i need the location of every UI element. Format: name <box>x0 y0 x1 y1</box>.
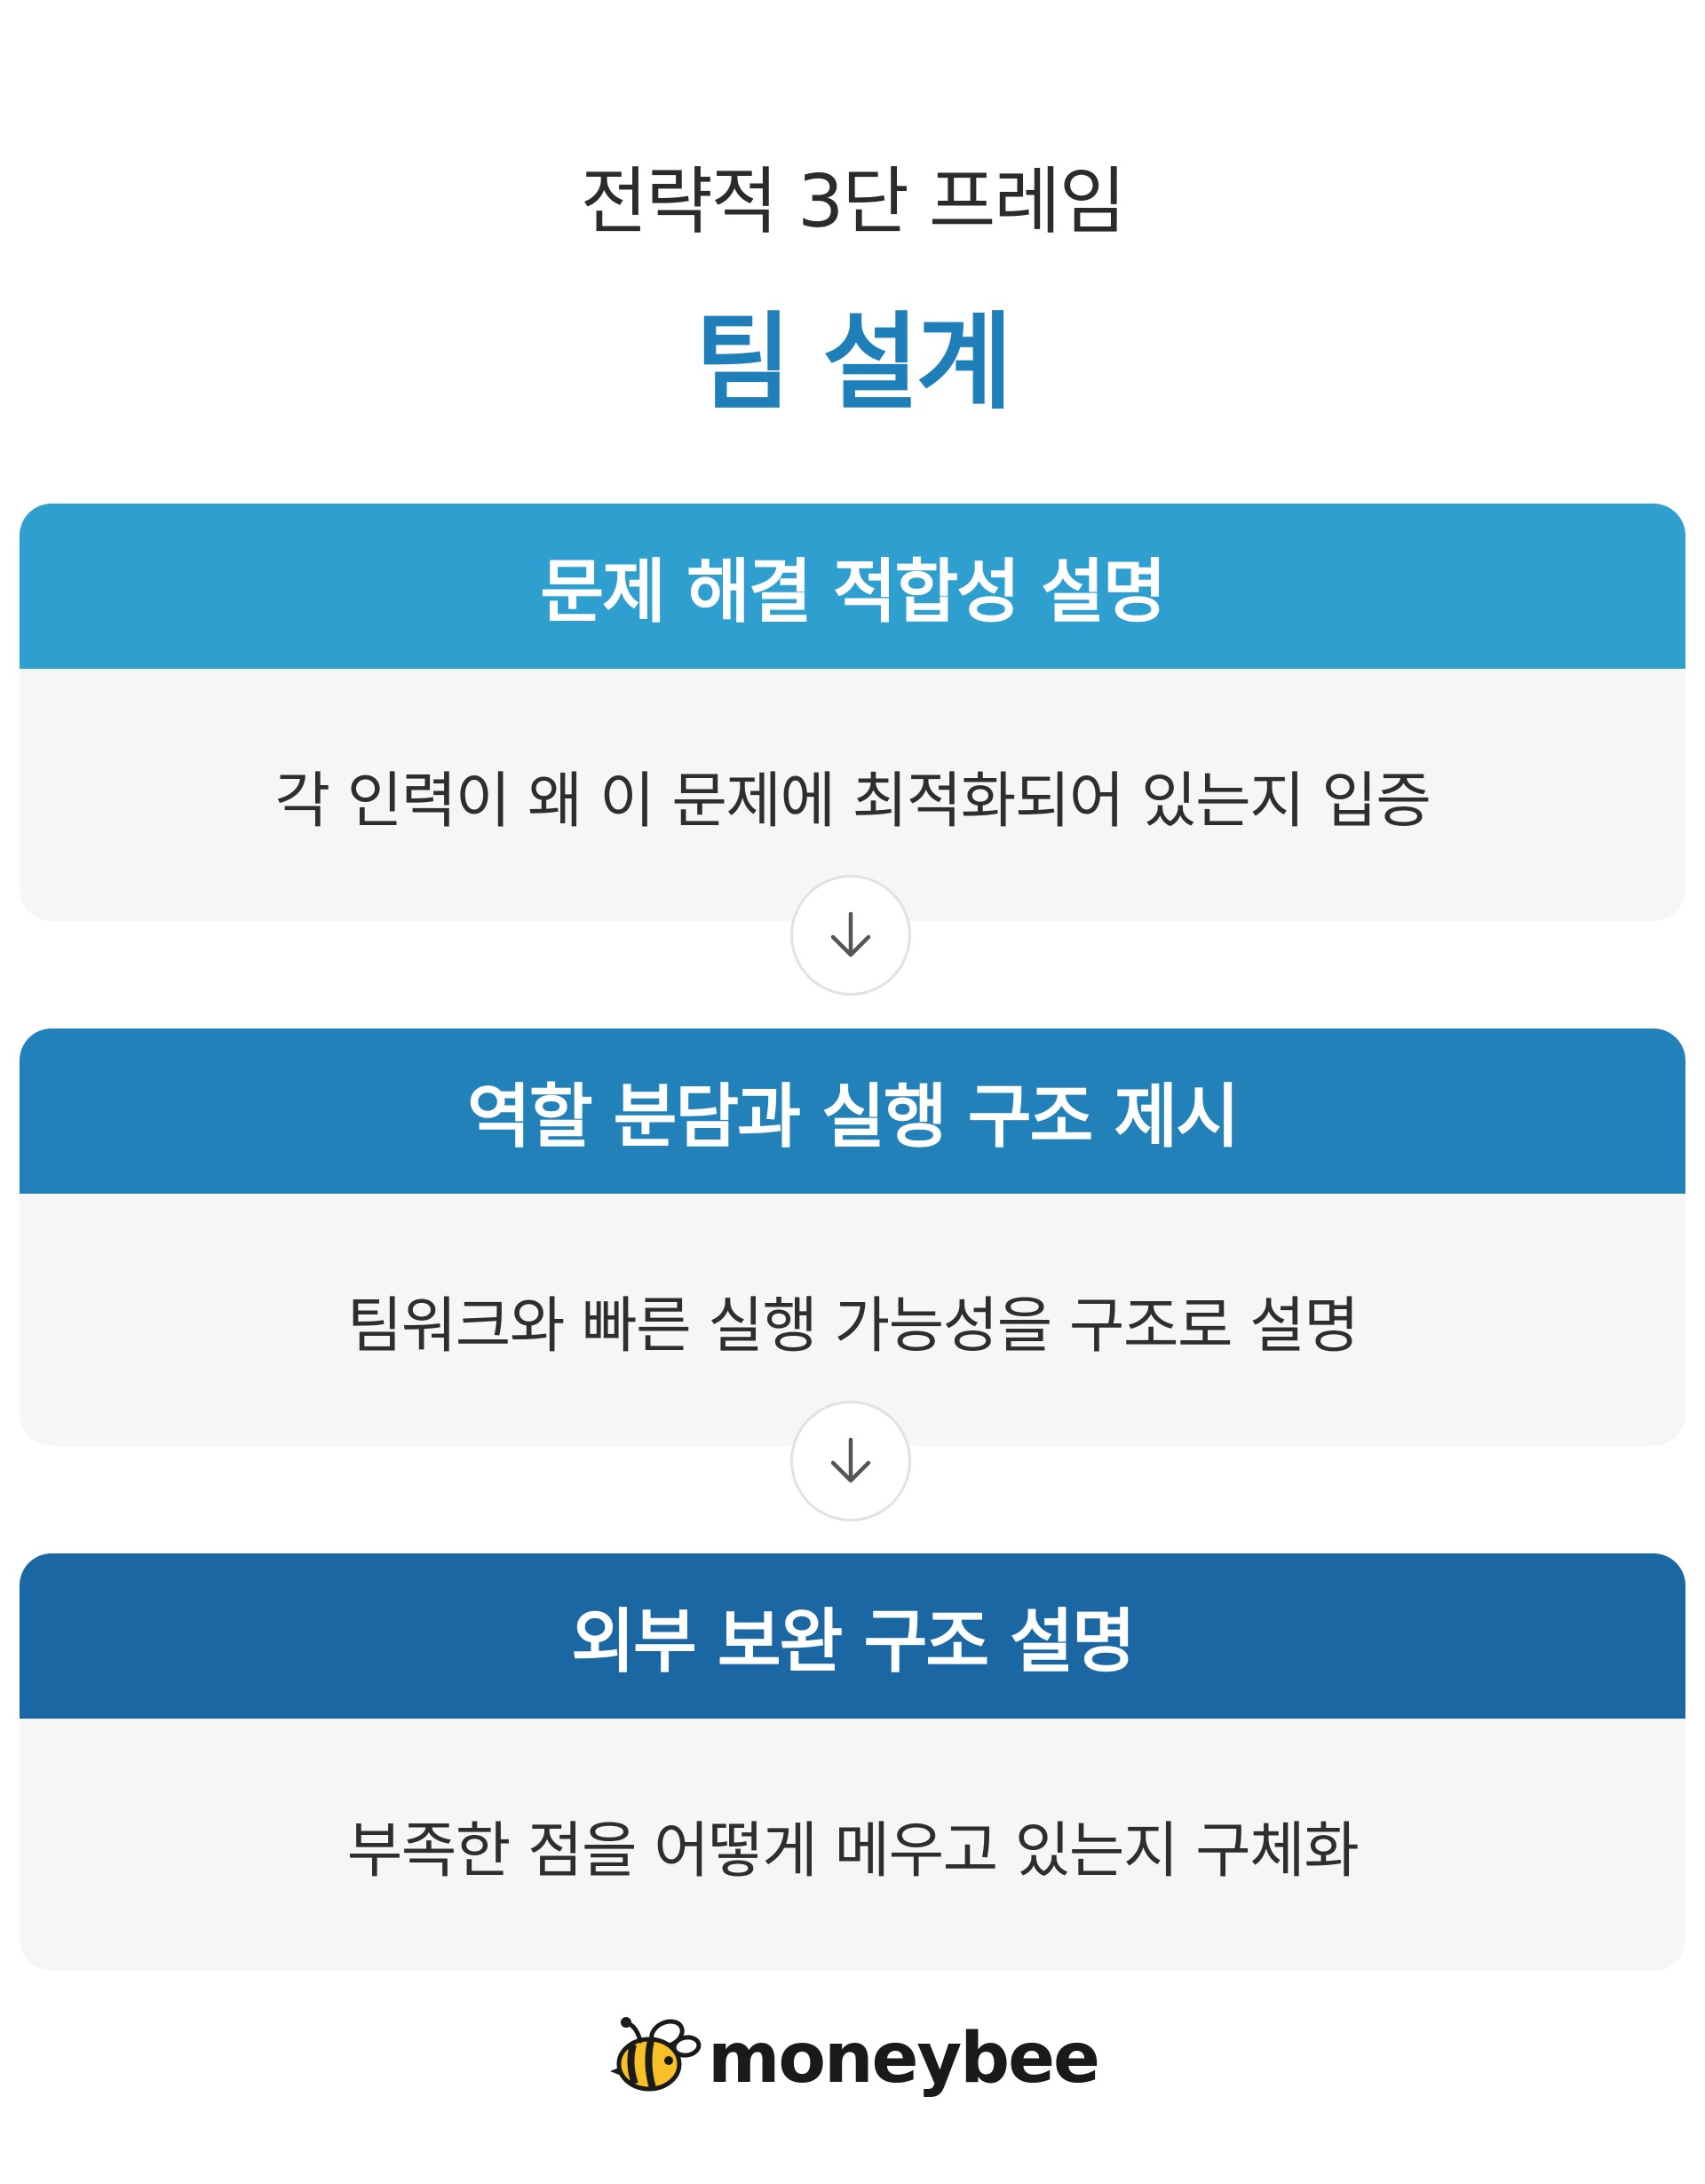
step-heading: 외부 보완 구조 설명 <box>20 1553 1685 1719</box>
step-description: 팀워크와 빠른 실행 가능성을 구조로 설명 <box>346 1291 1360 1362</box>
arrow-down-icon <box>790 1401 911 1521</box>
arrow-down-icon <box>790 875 911 996</box>
step-heading: 문제 해결 적합성 설명 <box>20 504 1685 669</box>
step-card-2: 역할 분담과 실행 구조 제시 팀워크와 빠른 실행 가능성을 구조로 설명 <box>20 1028 1685 1446</box>
bee-icon <box>607 2014 704 2103</box>
page-title: 팀 설계 <box>694 301 1013 424</box>
step-card-1: 문제 해결 적합성 설명 각 인력이 왜 이 문제에 최적화되어 있는지 입증 <box>20 504 1685 921</box>
brand-logo: moneybee <box>0 2014 1705 2103</box>
step-heading: 역할 분담과 실행 구조 제시 <box>20 1028 1685 1194</box>
step-card-3: 외부 보완 구조 설명 부족한 점을 어떻게 메우고 있는지 구체화 <box>20 1553 1685 1971</box>
brand-name: moneybee <box>708 2019 1100 2099</box>
step-description: 각 인력이 왜 이 문제에 최적화되어 있는지 입증 <box>274 766 1431 837</box>
step-description: 부족한 점을 어떻게 메우고 있는지 구체화 <box>346 1815 1360 1886</box>
page-subtitle: 전략적 3단 프레임 <box>580 160 1126 244</box>
